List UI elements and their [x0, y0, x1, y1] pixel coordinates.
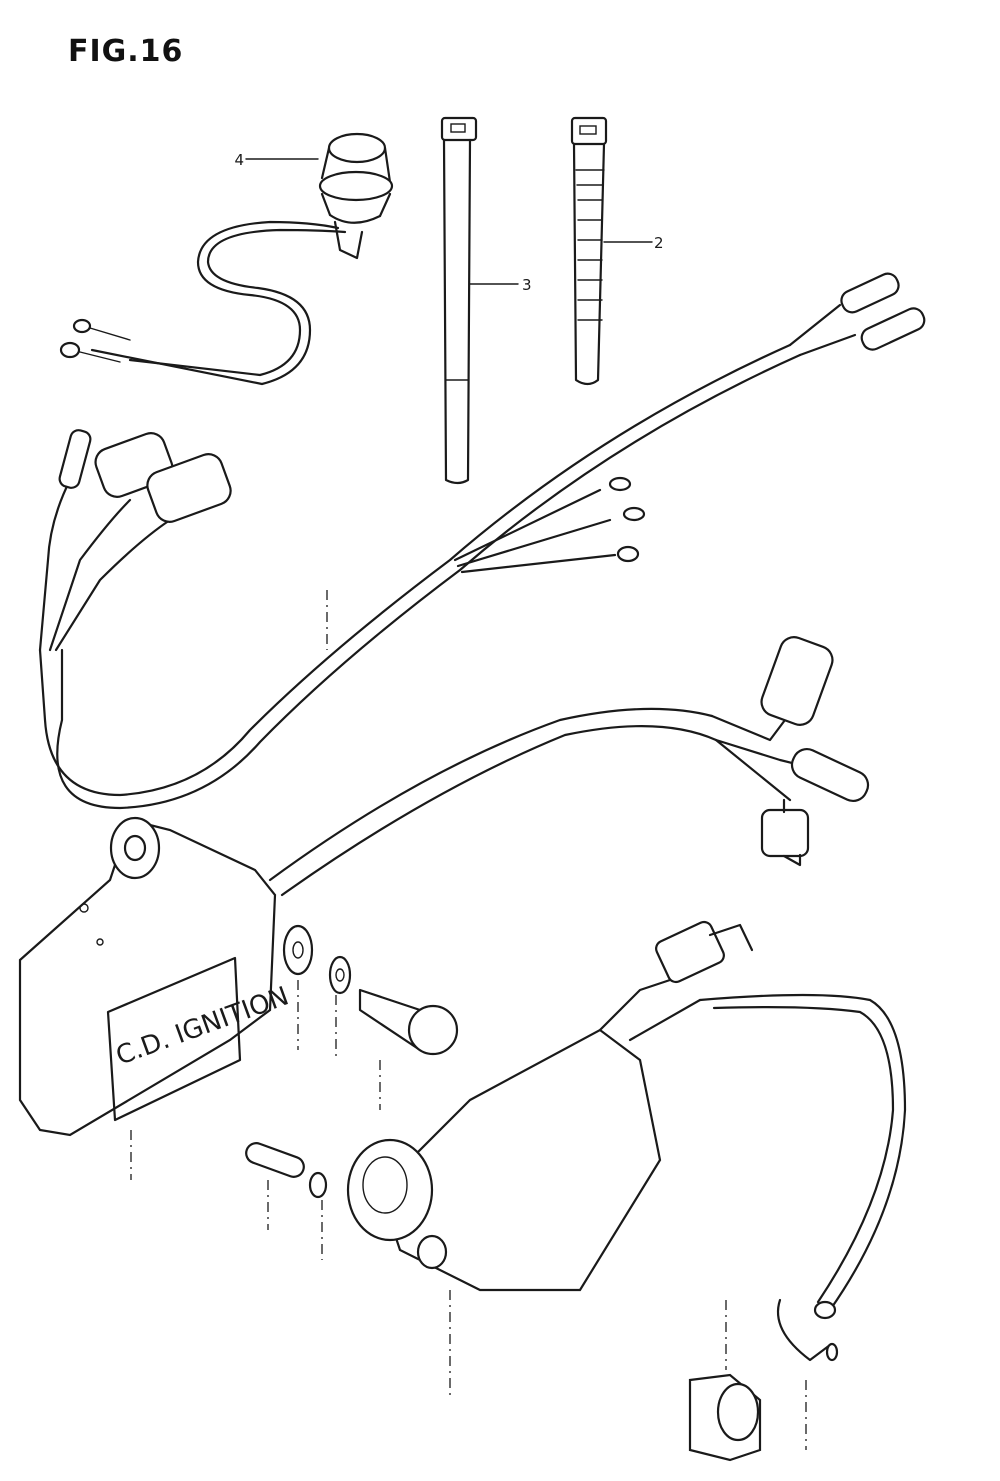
wiring-harness: [38, 272, 926, 810]
callout-4: 4: [234, 151, 244, 169]
switch-part-4: [59, 132, 394, 386]
cable-tie-part-2: [570, 116, 653, 386]
harness-branch-connectors: [268, 636, 870, 897]
callout-3: 3: [522, 276, 532, 294]
ignition-coil: [346, 920, 907, 1400]
callout-2: 2: [654, 234, 664, 252]
mounting-hardware: [282, 924, 459, 1110]
figure-title: FIG.16: [68, 34, 184, 69]
cable-tie-part-3: [440, 116, 519, 485]
cdi-unit: [18, 816, 277, 1180]
small-parts: [245, 1142, 839, 1462]
